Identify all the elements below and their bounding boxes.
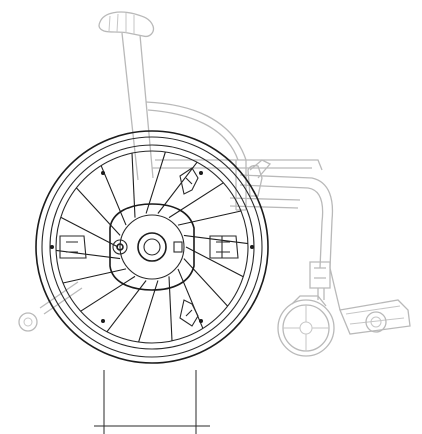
bracket-bottom bbox=[179, 299, 199, 327]
caster-stem bbox=[317, 288, 325, 300]
brake-lever bbox=[249, 159, 272, 179]
bracket-right bbox=[209, 235, 239, 259]
dimension-marker bbox=[94, 370, 210, 434]
seat-rail bbox=[152, 159, 323, 171]
hub-knob-center bbox=[116, 243, 124, 251]
armrest bbox=[247, 164, 263, 197]
hub-axle-cap bbox=[137, 232, 167, 262]
push-handle-grip bbox=[98, 11, 155, 38]
spoke bbox=[145, 151, 166, 214]
spoke bbox=[106, 280, 147, 333]
bracket-left bbox=[59, 235, 87, 259]
wheelchair-frame bbox=[18, 11, 411, 357]
rim-brackets bbox=[59, 167, 239, 327]
spokes bbox=[56, 151, 248, 343]
spoke bbox=[60, 216, 119, 248]
spoke bbox=[157, 161, 198, 214]
caster-fork bbox=[309, 261, 331, 289]
hub-axle bbox=[143, 238, 161, 256]
spoke bbox=[177, 268, 204, 329]
spoke bbox=[80, 275, 136, 312]
anti-tipper bbox=[18, 281, 83, 332]
spoke bbox=[177, 210, 242, 226]
hub-bracket bbox=[173, 241, 183, 253]
footrest bbox=[329, 267, 411, 335]
rim-inner bbox=[55, 150, 249, 344]
rear-wheel bbox=[35, 130, 269, 364]
hub-housing bbox=[109, 203, 195, 291]
front-caster-wheel bbox=[277, 295, 335, 357]
rim-outer bbox=[49, 144, 255, 350]
hub-motor bbox=[109, 203, 195, 291]
hub-ring bbox=[119, 214, 185, 280]
tire-inner bbox=[41, 136, 263, 358]
spoke bbox=[100, 165, 127, 226]
push-handle-grip-ridges bbox=[108, 13, 135, 34]
backrest-post bbox=[121, 32, 154, 181]
tire-outer bbox=[35, 130, 269, 364]
lower-frame-tube-2 bbox=[229, 197, 301, 209]
backrest-curve bbox=[145, 101, 247, 161]
lower-frame-tube bbox=[239, 174, 334, 269]
spoke bbox=[62, 268, 127, 284]
spoke bbox=[168, 276, 173, 341]
bracket-top bbox=[179, 167, 199, 195]
spoke bbox=[183, 258, 229, 307]
spoke bbox=[185, 246, 244, 278]
spoke bbox=[131, 153, 136, 218]
spoke bbox=[138, 280, 159, 343]
hub-knob bbox=[112, 239, 128, 255]
spoke bbox=[168, 182, 224, 219]
spoke bbox=[75, 187, 121, 236]
rim-bolts bbox=[50, 171, 254, 323]
